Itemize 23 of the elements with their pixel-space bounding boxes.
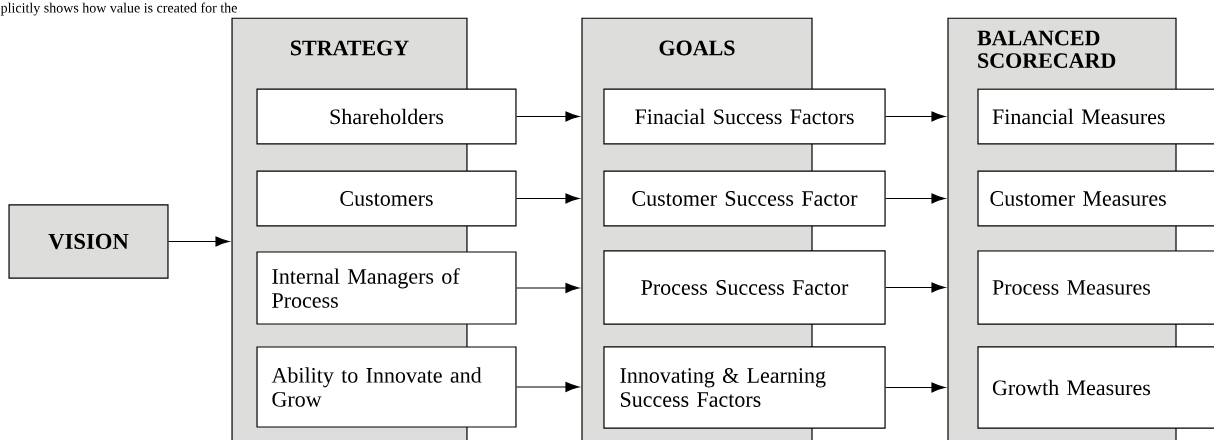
text-box: Customers	[256, 170, 517, 227]
text-box: Growth Measures	[977, 346, 1214, 429]
vision-box: VISION	[8, 204, 169, 279]
arrow	[516, 283, 580, 293]
text-box: Financial Measures	[977, 88, 1214, 145]
text-box: Finacial Success Factors	[603, 88, 886, 145]
arrow	[516, 111, 580, 122]
text-box: Customer Measures	[977, 170, 1214, 227]
text-box: Innovating & Learning Success Factors	[603, 346, 886, 429]
arrow	[167, 236, 230, 247]
text-box: Ability to Innovate and Grow	[256, 346, 517, 428]
text-box: Internal Managers of Process	[256, 251, 517, 325]
text-box: Shareholders	[256, 88, 517, 145]
arrow	[516, 382, 580, 392]
arrow	[885, 382, 946, 393]
text-box: Process Measures	[977, 250, 1214, 325]
text-line: plicitly shows how value is created for the	[0, 2, 237, 16]
arrow	[885, 193, 946, 204]
arrow	[516, 193, 580, 204]
arrow	[885, 282, 946, 293]
text-box: Process Success Factor	[603, 250, 886, 325]
arrow	[885, 111, 946, 122]
text-box: Customer Success Factor	[603, 170, 886, 227]
